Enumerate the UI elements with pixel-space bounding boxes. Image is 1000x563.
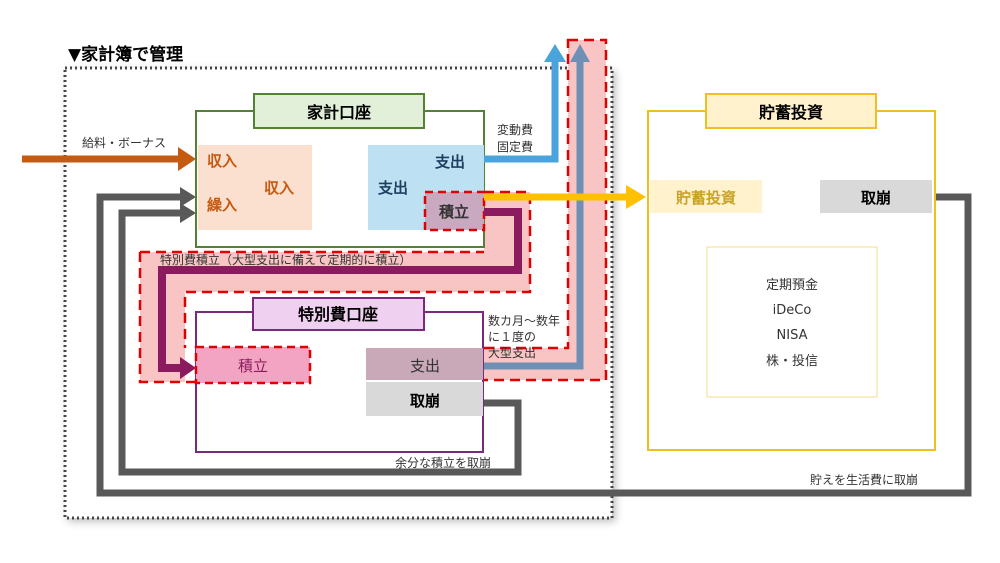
arrowhead-icon bbox=[180, 203, 196, 223]
fixed-cost-label: 固定費 bbox=[497, 139, 533, 154]
investment-item: iDeCo bbox=[773, 303, 812, 318]
savings-label-box bbox=[650, 180, 762, 213]
arrowhead-icon bbox=[544, 44, 566, 62]
variable-cost-label: 変動費 bbox=[497, 122, 533, 137]
special-expense-label: 支出 bbox=[410, 357, 440, 375]
savings-title-box bbox=[705, 93, 877, 129]
section-title: ▼家計簿で管理 bbox=[68, 44, 183, 65]
special-withdraw-label: 取崩 bbox=[410, 392, 440, 410]
income-area bbox=[198, 145, 312, 230]
special-saving-box bbox=[194, 345, 312, 385]
living-withdraw-label: 貯えを生活費に取崩 bbox=[810, 472, 918, 487]
savings-label: 貯蓄投資 bbox=[676, 189, 736, 207]
transfer-label: 繰入 bbox=[207, 196, 237, 214]
arrowhead-icon bbox=[626, 185, 646, 209]
expense-arrow bbox=[484, 60, 559, 163]
big-expense-label-1: 数カ月～数年 bbox=[488, 313, 560, 328]
special-account-title: 特別費口座 bbox=[298, 305, 378, 324]
investment-item: 株・投信 bbox=[766, 353, 818, 369]
big-expense-label-2: に１度の bbox=[488, 329, 536, 344]
salary-label: 給料・ボーナス bbox=[82, 136, 166, 150]
arrowhead-icon bbox=[180, 187, 196, 207]
household-account-title-box bbox=[253, 93, 425, 129]
special-expense-box bbox=[366, 348, 483, 380]
excess-withdraw-label: 余分な積立を取崩 bbox=[395, 455, 491, 470]
investment-list-box bbox=[706, 246, 878, 398]
living-withdraw-arrow bbox=[96, 193, 972, 497]
special-withdraw-box bbox=[366, 382, 483, 416]
arrowhead-icon bbox=[180, 357, 196, 379]
special-saving-arrow bbox=[158, 208, 522, 372]
household-account-title: 家計口座 bbox=[307, 103, 371, 122]
big-expense-label-3: 大型支出 bbox=[488, 346, 536, 360]
arrowhead-icon bbox=[178, 147, 196, 171]
big-expense-arrow bbox=[483, 60, 584, 370]
savings-title: 貯蓄投資 bbox=[759, 103, 823, 122]
income-label: 収入 bbox=[207, 152, 237, 170]
special-saving-label: 特別費積立（大型支出に備えて定期的に積立） bbox=[160, 252, 411, 267]
household-saving-label: 積立 bbox=[438, 203, 469, 221]
special-saving-box-label: 積立 bbox=[238, 357, 268, 375]
investment-item: 定期預金 bbox=[766, 277, 818, 293]
excess-withdraw-arrow bbox=[118, 209, 522, 476]
expense-label: 支出 bbox=[434, 153, 465, 171]
savings-withdraw-label: 取崩 bbox=[861, 189, 891, 207]
income-area-label: 収入 bbox=[264, 179, 294, 197]
arrowhead-icon bbox=[570, 44, 590, 62]
investment-item: NISA bbox=[777, 328, 808, 343]
savings-withdraw-box bbox=[820, 180, 932, 213]
special-account-title-box bbox=[252, 297, 425, 331]
expense-area-label: 支出 bbox=[377, 179, 408, 197]
